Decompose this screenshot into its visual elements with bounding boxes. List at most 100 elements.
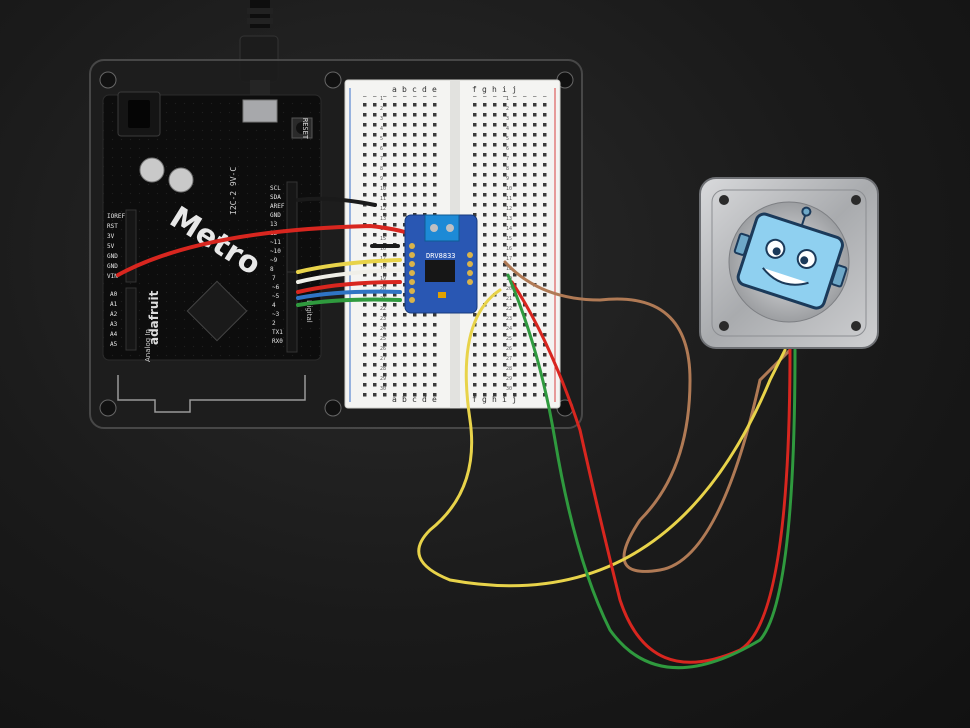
pin-label: GND [107, 253, 118, 260]
column-label: c [412, 85, 417, 94]
row-label: 23 [506, 316, 512, 322]
digital-label: Digital [305, 300, 313, 323]
row-label: 14 [506, 226, 512, 232]
row-label: 12 [506, 206, 512, 212]
row-label: 23 [380, 316, 386, 322]
metro-board: Metro adafruit RESET IOREFRST3V5VGNDGNDV… [102, 91, 322, 362]
column-label: d [422, 395, 427, 404]
driver-label: DRV8833 [426, 252, 456, 260]
driver-pin [409, 270, 415, 276]
pin-label: SCL [270, 185, 281, 192]
column-label: j [512, 395, 517, 404]
pin-label: ~11 [270, 239, 281, 246]
pin-label: 13 [270, 221, 278, 228]
wire-yellow-pin7 [296, 258, 402, 274]
row-label: 28 [380, 366, 386, 372]
pin-label: ~9 [270, 257, 278, 264]
pin-label: A2 [110, 311, 118, 318]
row-label: 13 [506, 216, 512, 222]
wire-green-motor [506, 273, 797, 670]
wire-red-motor [510, 280, 792, 664]
pin-label: A1 [110, 301, 118, 308]
pin-label: ~3 [272, 311, 280, 318]
driver-pin [467, 261, 473, 267]
row-label: 6 [380, 146, 383, 152]
driver-pin [409, 261, 415, 267]
row-label: 3 [506, 116, 509, 122]
row-label: 5 [506, 136, 509, 142]
row-label: 15 [506, 236, 512, 242]
row-label: 8 [506, 166, 509, 172]
row-label: 16 [380, 246, 386, 252]
board-chip-text: I2C-2 9V-C [229, 167, 238, 215]
column-label: i [502, 395, 507, 404]
robot-face-sticker [733, 206, 848, 310]
row-label: 4 [506, 126, 509, 132]
column-label: g [482, 85, 487, 94]
row-label: 24 [506, 326, 512, 332]
row-label: 22 [380, 306, 386, 312]
driver-pin [467, 279, 473, 285]
wire-green-pin3 [296, 297, 402, 307]
row-label: 1 [506, 96, 509, 102]
pin-label: VIN [107, 273, 118, 280]
pin-label: SDA [270, 194, 281, 201]
row-label: 2 [506, 106, 509, 112]
row-label: 9 [506, 176, 509, 182]
driver-pin [409, 279, 415, 285]
pin-label: 7 [272, 275, 276, 282]
row-label: 28 [506, 366, 512, 372]
motor-wires [417, 260, 797, 670]
row-label: 17 [506, 256, 512, 262]
row-label: 5 [380, 136, 383, 142]
driver-pin-rows [409, 243, 473, 303]
row-label: 9 [380, 176, 383, 182]
column-label: b [402, 85, 407, 94]
row-label: 29 [506, 376, 512, 382]
row-label: 6 [506, 146, 509, 152]
driver-pin [467, 270, 473, 276]
column-label: c [412, 395, 417, 404]
column-label: e [432, 395, 437, 404]
pin-label: RX0 [272, 338, 283, 345]
pin-label: TX1 [272, 329, 283, 336]
pin-label: 4 [272, 302, 276, 309]
driver-pin [409, 288, 415, 294]
row-label: 26 [380, 346, 386, 352]
row-label: 7 [380, 156, 383, 162]
row-label: 13 [380, 216, 386, 222]
pin-label: ~10 [270, 248, 281, 255]
driver-pin [409, 297, 415, 303]
row-label: 24 [380, 326, 386, 332]
row-label: 1 [380, 96, 383, 102]
row-label: 2 [380, 106, 383, 112]
jumper-wires [116, 196, 407, 307]
column-label: b [402, 395, 407, 404]
row-label: 30 [506, 386, 512, 392]
pin-label: AREF [270, 203, 285, 210]
row-label: 8 [380, 166, 383, 172]
column-label: j [512, 85, 517, 94]
driver-pin [409, 243, 415, 249]
row-label: 10 [380, 186, 386, 192]
reset-label: RESET [301, 118, 309, 140]
wire-red-pin5 [296, 280, 402, 294]
analog-label: Analog In [144, 329, 152, 362]
row-label: 3 [380, 116, 383, 122]
pin-label: 3V [107, 233, 115, 240]
row-label: 20 [506, 286, 512, 292]
adafruit-logo-text: adafruit [147, 290, 161, 345]
row-label: 25 [380, 336, 386, 342]
row-label: 25 [506, 336, 512, 342]
column-label: a [392, 85, 397, 94]
pin-label: 8 [270, 266, 274, 273]
row-label: 11 [380, 196, 386, 202]
row-label: 26 [506, 346, 512, 352]
pin-label: 5V [107, 243, 115, 250]
column-label: a [392, 395, 397, 404]
